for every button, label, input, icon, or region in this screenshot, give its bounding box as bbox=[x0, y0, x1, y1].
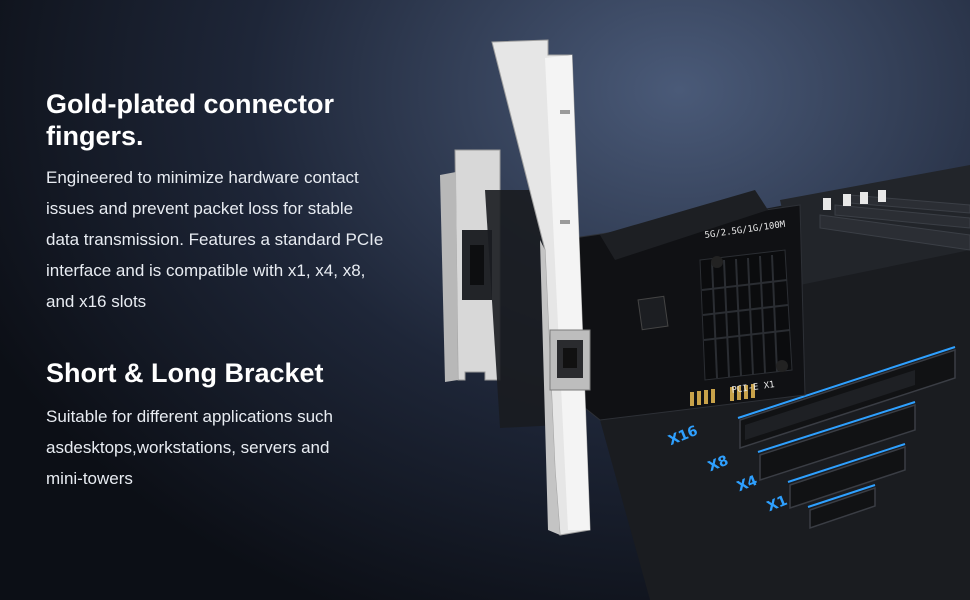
heading-connector-fingers: Gold-plated connector fingers. bbox=[46, 89, 335, 151]
heading-brackets: Short & Long Bracket bbox=[46, 358, 324, 388]
long-bracket bbox=[491, 39, 591, 536]
paragraph-brackets: Suitable for different applications such… bbox=[46, 401, 426, 494]
pcie-slots bbox=[739, 348, 956, 530]
body-line: data transmission. Features a standard P… bbox=[46, 230, 384, 249]
paragraph-connector-fingers: Engineered to minimize hardware contact … bbox=[46, 162, 426, 317]
body-line: Engineered to minimize hardware contact bbox=[46, 168, 359, 187]
body-line: asdesktops,workstations, servers and bbox=[46, 438, 330, 457]
body-line: issues and prevent packet loss for stabl… bbox=[46, 199, 354, 218]
body-line: Suitable for different applications such bbox=[46, 407, 333, 426]
section-brackets: Short & Long Bracket Suitable for differ… bbox=[46, 357, 426, 494]
body-line: interface and is compatible with x1, x4,… bbox=[46, 261, 366, 280]
body-line: mini-towers bbox=[46, 469, 133, 488]
heatsink bbox=[699, 249, 793, 381]
section-connector-fingers: Gold-plated connector fingers. Engineere… bbox=[46, 88, 426, 317]
network-card: 5G/2.5G/1G/100M PCI-E X1 bbox=[559, 190, 806, 421]
body-line: and x16 slots bbox=[46, 292, 147, 311]
